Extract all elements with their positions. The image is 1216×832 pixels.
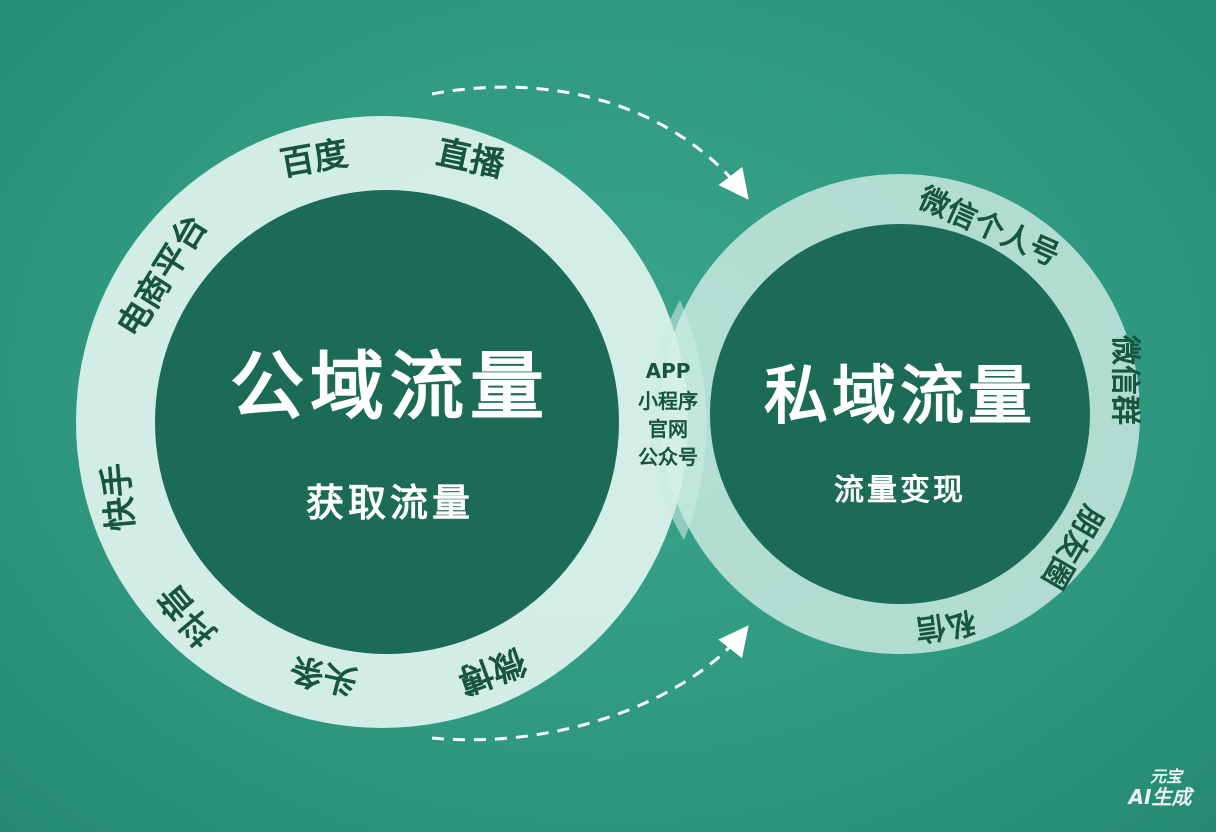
watermark-line2: AI生成	[1127, 785, 1195, 809]
watermark-line1: 元宝	[1150, 767, 1184, 786]
public-domain-core	[155, 190, 619, 654]
overlap-label-app: APP	[646, 359, 691, 383]
public-domain-subtitle: 获取流量	[306, 481, 474, 525]
private-domain-subtitle: 流量变现	[834, 473, 966, 508]
top-dashed-arrow	[431, 85, 749, 200]
private-domain-core	[710, 224, 1090, 604]
channel-kuaishou: 快手	[96, 461, 142, 532]
bottom-dashed-arrow	[431, 625, 749, 742]
overlap-label-miniprogram: 小程序	[638, 389, 698, 413]
public-domain-title: 公域流量	[230, 344, 550, 430]
overlap-label-website: 官网	[648, 417, 688, 441]
private-domain-title: 私域流量	[764, 360, 1036, 434]
channel-wechat-group: 微信群	[1107, 334, 1142, 425]
channel-private-message: 私信	[913, 604, 977, 647]
overlap-lens	[649, 300, 707, 540]
overlap-label-official-account: 公众号	[638, 445, 698, 469]
